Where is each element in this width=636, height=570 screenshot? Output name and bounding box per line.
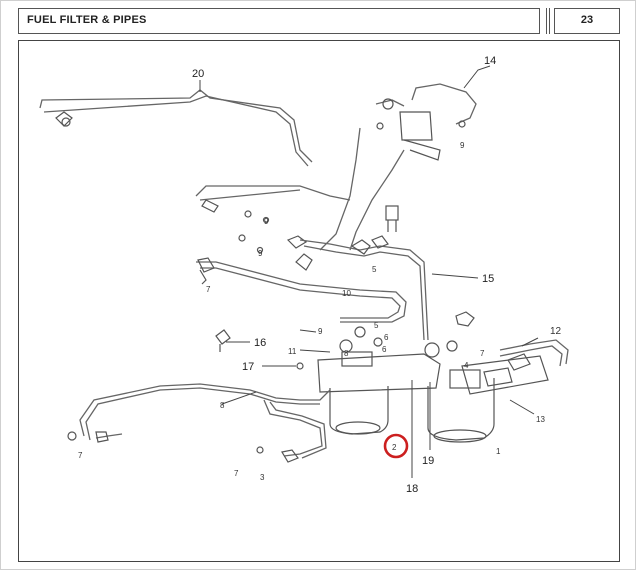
callout-9-mid: 9 xyxy=(264,217,269,226)
callout-7-right: 7 xyxy=(480,349,485,358)
leader-lines xyxy=(199,65,539,478)
callout-19: 19 xyxy=(422,455,434,467)
page-number: 23 xyxy=(580,14,594,26)
pipe-20 xyxy=(39,89,313,167)
callout-8-head: 8 xyxy=(344,349,349,358)
callout-9-left: 9 xyxy=(258,249,263,258)
page-title: FUEL FILTER & PIPES xyxy=(27,14,147,26)
bracket-12-13 xyxy=(461,339,569,395)
callout-7-upper: 7 xyxy=(206,285,211,294)
callout-3: 3 xyxy=(260,473,265,482)
callout-7-lower-left: 7 xyxy=(78,451,83,460)
callout-11: 11 xyxy=(288,347,297,356)
header-divider xyxy=(546,8,550,34)
diagram-border xyxy=(18,40,620,562)
callout-6: 6 xyxy=(384,333,389,342)
fitting-cluster xyxy=(238,205,429,341)
filter-bowl-right xyxy=(427,369,495,443)
callout-10: 10 xyxy=(342,289,351,298)
callout-1: 1 xyxy=(496,447,501,456)
callout-4: 4 xyxy=(464,361,469,370)
callout-14: 14 xyxy=(484,55,496,67)
callout-2: 2 xyxy=(392,443,397,452)
callout-7-lower: 7 xyxy=(234,469,239,478)
callout-9: 9 xyxy=(318,327,323,336)
callout-16: 16 xyxy=(254,337,266,349)
callout-5: 5 xyxy=(374,321,379,330)
callout-8: 8 xyxy=(220,401,225,410)
filter-head xyxy=(215,311,475,393)
pipe-7-upper xyxy=(196,257,407,323)
callout-6-lower: 6 xyxy=(382,345,387,354)
callout-15: 15 xyxy=(482,273,494,285)
callout-20: 20 xyxy=(192,68,204,80)
header-page-box: 23 xyxy=(554,8,620,34)
callout-13: 13 xyxy=(536,415,545,424)
callout-5-mid: 5 xyxy=(372,265,377,274)
header-title-box: FUEL FILTER & PIPES xyxy=(18,8,540,34)
callout-17: 17 xyxy=(242,361,254,373)
solenoid-bracket-14 xyxy=(375,83,477,161)
pipe-8-lower xyxy=(67,383,331,443)
pipe-3-lower xyxy=(256,399,327,463)
callout-18: 18 xyxy=(406,483,418,495)
callout-12: 12 xyxy=(550,326,562,337)
feed-pipes xyxy=(195,127,405,251)
highlight-circle xyxy=(383,433,409,459)
callout-9-top: 9 xyxy=(460,141,465,150)
filter-bowl-left xyxy=(329,386,389,435)
